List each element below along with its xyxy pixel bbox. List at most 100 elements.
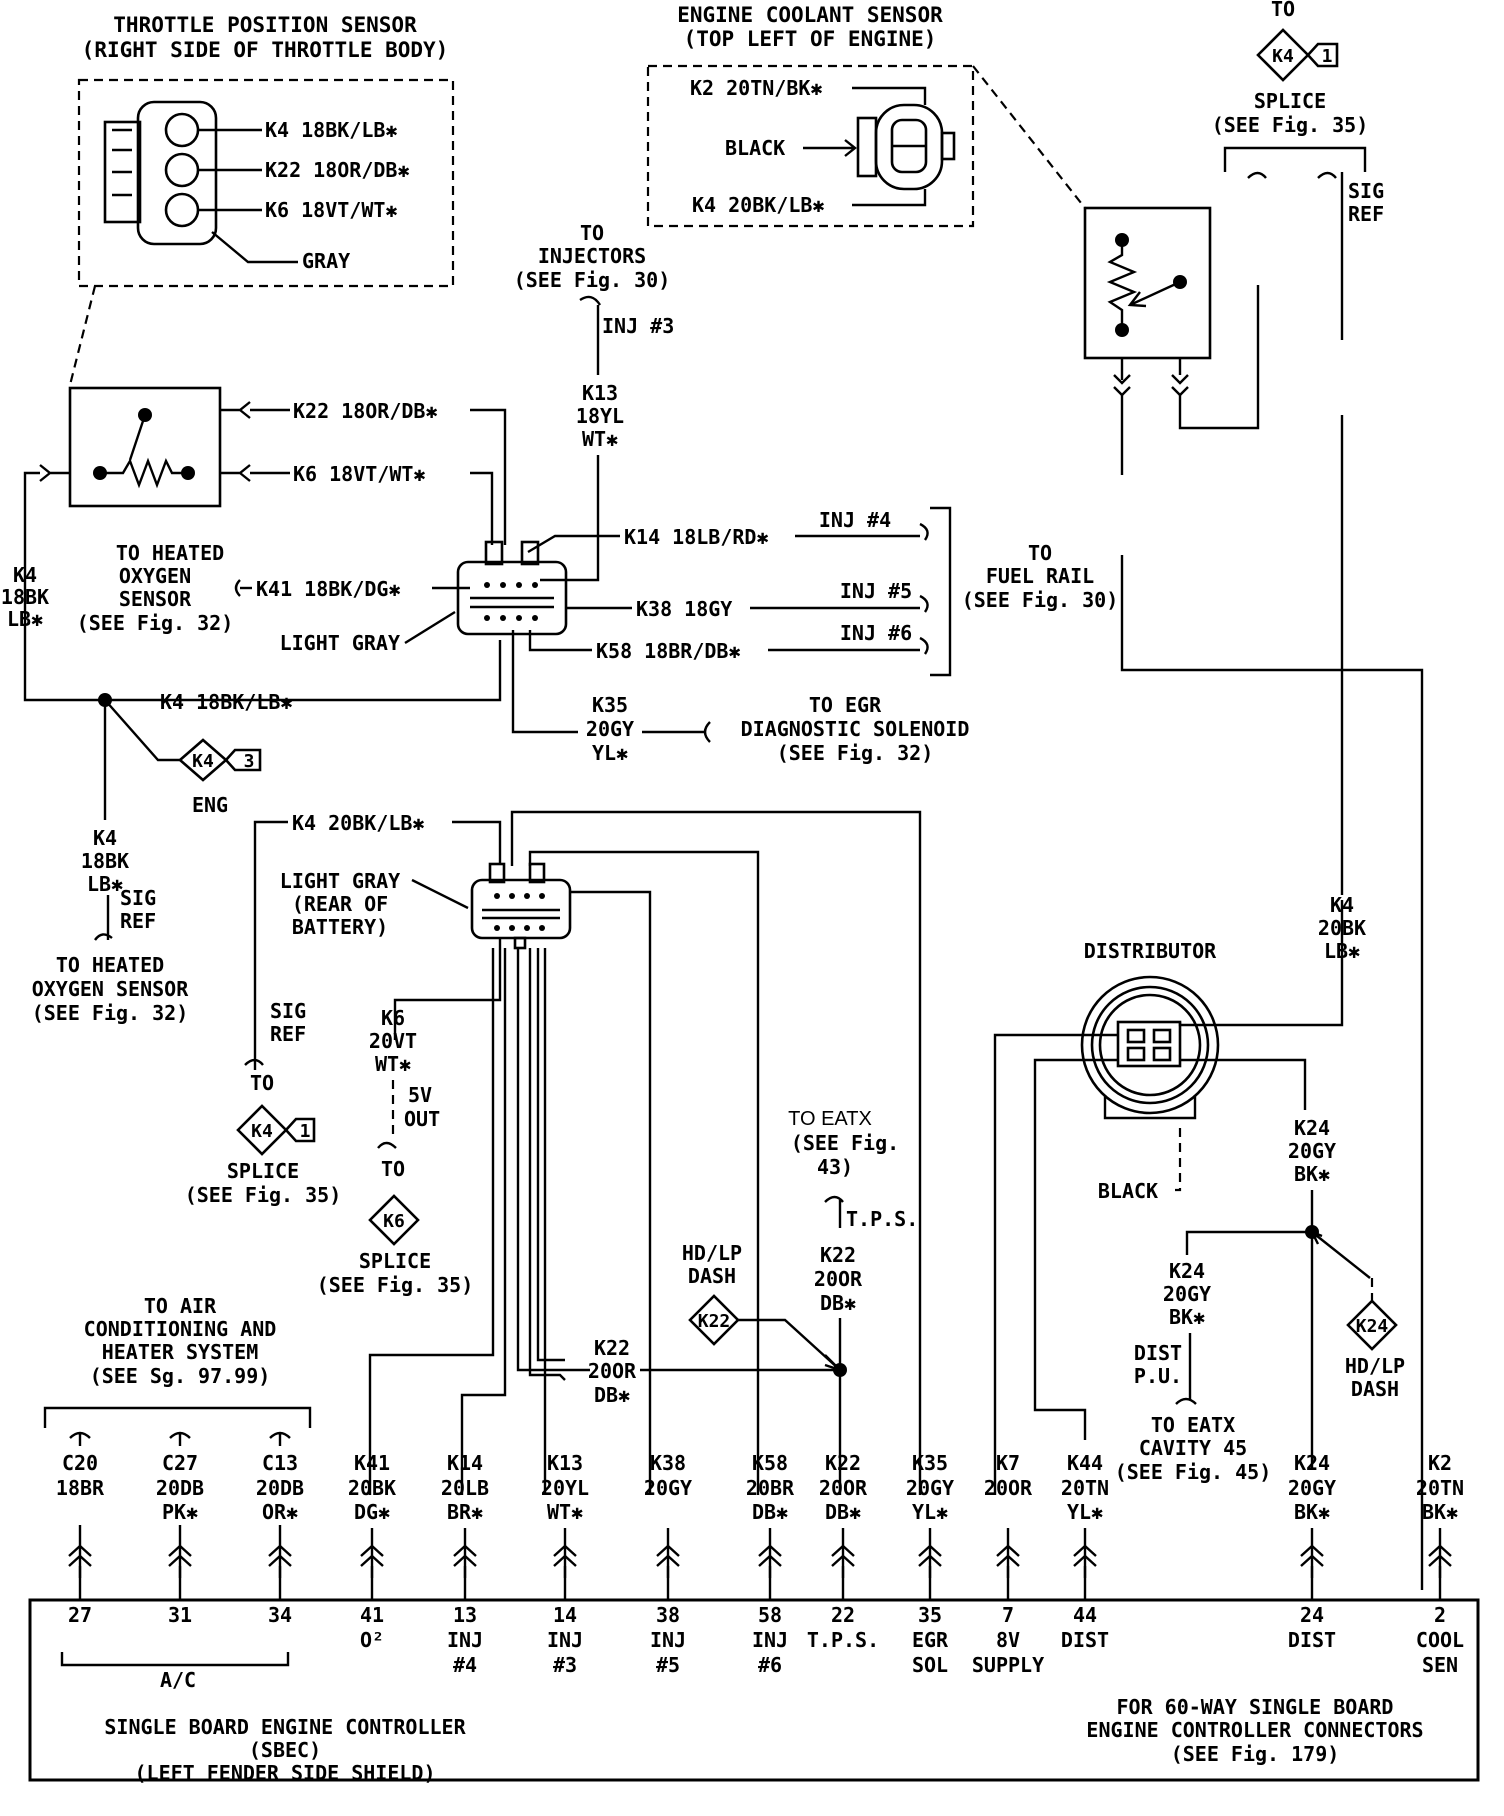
svg-text:DASH: DASH — [688, 1264, 736, 1288]
connector-terminal-icon — [453, 1544, 477, 1567]
sbec-wire-label: OR✱ — [262, 1500, 298, 1524]
throttle-position-sensor: THROTTLE POSITION SENSOR (RIGHT SIDE OF … — [68, 13, 455, 386]
svg-text:(SBEC): (SBEC) — [249, 1738, 321, 1762]
svg-text:ENG: ENG — [192, 793, 228, 817]
svg-text:18BK: 18BK — [81, 849, 129, 873]
svg-text:TO EGR: TO EGR — [809, 693, 882, 717]
engine-coolant-sensor: ENGINE COOLANT SENSOR (TOP LEFT OF ENGIN… — [646, 3, 1086, 228]
svg-text:SPLICE: SPLICE — [1254, 89, 1326, 113]
left-k4-wire: K4 18BK LB✱ — [1, 563, 49, 631]
tps-title: THROTTLE POSITION SENSOR — [113, 13, 417, 37]
svg-text:K4: K4 — [93, 826, 117, 850]
svg-text:REF: REF — [1348, 202, 1384, 226]
sbec-pin-function: EGR — [912, 1628, 949, 1652]
svg-text:TO: TO — [580, 221, 604, 245]
sbec-wire-label: K44 — [1067, 1451, 1103, 1475]
svg-text:FOR 60-WAY SINGLE BOARD: FOR 60-WAY SINGLE BOARD — [1117, 1695, 1394, 1719]
connector-terminal-icon — [360, 1544, 384, 1567]
injectors-ref: TO INJECTORS (SEE Fig. 30) INJ #3 K13 18… — [514, 221, 674, 582]
sbec-pin-function: SOL — [912, 1653, 948, 1677]
svg-text:(SEE Fig. 35): (SEE Fig. 35) — [317, 1273, 474, 1297]
svg-text:K6: K6 — [381, 1006, 405, 1030]
sbec-wire-label: DB✱ — [752, 1500, 788, 1524]
sbec-wire-label: C20 — [62, 1451, 98, 1475]
heated-oxygen-sensor-ref: TO HEATED OXYGEN SENSOR (SEE Fig. 32) K4… — [77, 541, 470, 635]
svg-text:CONDITIONING AND: CONDITIONING AND — [84, 1317, 277, 1341]
sbec-pin-function: #4 — [453, 1653, 477, 1677]
svg-text:DISTRIBUTOR: DISTRIBUTOR — [1084, 939, 1217, 963]
tps-wire-k22: K22 18OR/DB✱ — [293, 399, 438, 423]
tps-pin-k6: K6 18VT/WT✱ — [265, 198, 397, 222]
svg-text:HD/LP: HD/LP — [1345, 1354, 1405, 1378]
svg-text:K4 20BK/LB✱: K4 20BK/LB✱ — [692, 193, 824, 217]
sbec-pin-function: 8V — [996, 1628, 1020, 1652]
svg-text:SIG: SIG — [120, 886, 156, 910]
sbec-wire-label: 18BR — [56, 1476, 105, 1500]
svg-text:K22: K22 — [594, 1336, 630, 1360]
svg-text:TO: TO — [381, 1157, 405, 1181]
svg-text:(SEE Fig. 35): (SEE Fig. 35) — [1212, 113, 1369, 137]
svg-text:43): 43) — [817, 1155, 853, 1179]
svg-text:(SEE Fig.: (SEE Fig. — [791, 1131, 899, 1155]
sbec-wire-label: K24 — [1294, 1451, 1330, 1475]
svg-text:TO EATX: TO EATX — [788, 1108, 872, 1130]
svg-text:WT✱: WT✱ — [582, 427, 618, 451]
svg-text:(SEE Fig. 35): (SEE Fig. 35) — [185, 1183, 342, 1207]
svg-text:DIAGNOSTIC SOLENOID: DIAGNOSTIC SOLENOID — [741, 717, 970, 741]
sbec-wire-label: K13 — [547, 1451, 583, 1475]
svg-text:SENSOR: SENSOR — [119, 587, 192, 611]
sbec-wire-label: YL✱ — [1067, 1500, 1103, 1524]
inj3-label: INJ #3 — [602, 314, 674, 338]
sbec-wire-label: C27 — [162, 1451, 198, 1475]
tps-schematic-box — [68, 386, 222, 508]
egr-solenoid-ref: K35 20GY YL✱ TO EGR DIAGNOSTIC SOLENOID … — [511, 630, 970, 765]
svg-text:20BK: 20BK — [1318, 916, 1366, 940]
svg-text:TO: TO — [250, 1071, 274, 1095]
sbec-pin-number: 35 — [918, 1603, 942, 1627]
svg-text:K4: K4 — [1330, 893, 1354, 917]
connector-terminal-icon — [996, 1544, 1020, 1567]
connector-terminal-icon — [918, 1544, 942, 1567]
svg-text:K4: K4 — [13, 563, 37, 587]
svg-text:FUEL RAIL: FUEL RAIL — [986, 564, 1094, 588]
svg-text:TO AIR: TO AIR — [144, 1294, 217, 1318]
ect-schematic — [1083, 206, 1260, 475]
svg-text:BLACK: BLACK — [725, 136, 785, 160]
tps-pin-k22: K22 18OR/DB✱ — [265, 158, 410, 182]
sbec-wire-label: PK✱ — [162, 1500, 198, 1524]
sbec-wire-label: WT✱ — [547, 1500, 583, 1524]
svg-text:(REAR OF: (REAR OF — [292, 892, 388, 916]
svg-text:P.U.: P.U. — [1134, 1364, 1182, 1388]
sbec-wire-label: BK✱ — [1294, 1500, 1330, 1524]
sbec-pin-function: INJ — [752, 1628, 788, 1652]
sbec-wire-label: 20TN — [1416, 1476, 1464, 1500]
sbec-wire-label: DG✱ — [354, 1500, 390, 1524]
svg-text:K38 18GY: K38 18GY — [636, 597, 732, 621]
sbec-pin-number: 34 — [268, 1603, 292, 1627]
sbec-pin-function: #5 — [656, 1653, 680, 1677]
svg-text:SPLICE: SPLICE — [227, 1159, 299, 1183]
sbec-wire-label: K41 — [354, 1451, 390, 1475]
sbec-wire-label: C13 — [262, 1451, 298, 1475]
svg-text:(SEE Fig. 30): (SEE Fig. 30) — [514, 268, 671, 292]
connector-terminal-icon — [1428, 1544, 1452, 1567]
sbec-wire-label: 20DB — [156, 1476, 204, 1500]
sbec-pin-function: #3 — [553, 1653, 577, 1677]
tps-location: (RIGHT SIDE OF THROTTLE BODY) — [82, 38, 449, 62]
connector-terminal-icon — [553, 1544, 577, 1567]
svg-text:LB✱: LB✱ — [1324, 939, 1360, 963]
svg-text:K24: K24 — [1169, 1259, 1205, 1283]
svg-text:(SEE Fig. 32): (SEE Fig. 32) — [32, 1001, 189, 1025]
sbec-pin-number: 27 — [68, 1603, 92, 1627]
tps-wire-k6: K6 18VT/WT✱ — [293, 462, 425, 486]
svg-text:20OR: 20OR — [588, 1359, 637, 1383]
sbec-pin-function: #6 — [758, 1653, 782, 1677]
sbec-wire-label: K35 — [912, 1451, 948, 1475]
svg-text:(SEE Fig. 32): (SEE Fig. 32) — [777, 741, 934, 765]
sbec-pin-number: 38 — [656, 1603, 680, 1627]
